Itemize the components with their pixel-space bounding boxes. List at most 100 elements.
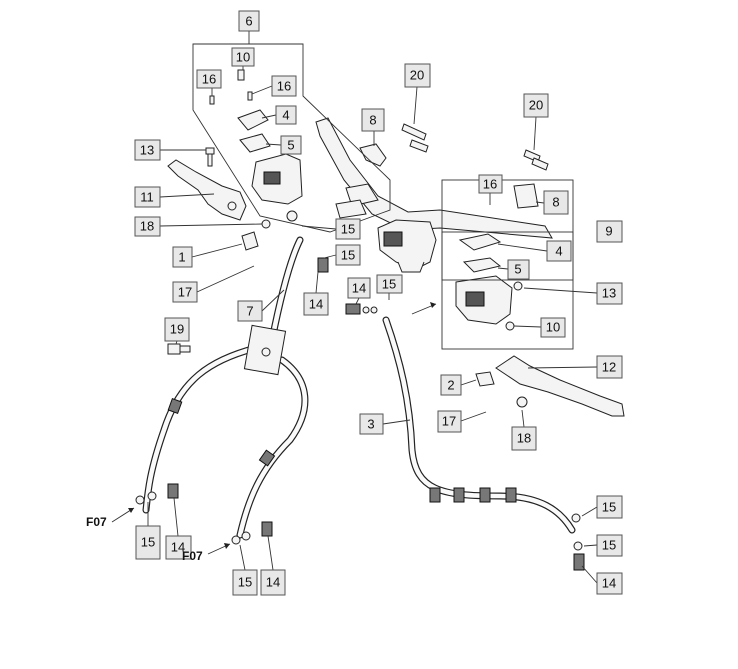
callout-14-lower-left-b: 14 xyxy=(260,569,286,596)
left-brake-lever-part xyxy=(167,159,247,221)
callout-13-left: 13 xyxy=(134,139,161,161)
callout-15-lower-left-b: 15 xyxy=(232,569,258,596)
right-master-cylinder-mounted xyxy=(377,219,437,273)
callout-1: 1 xyxy=(172,246,193,268)
callout-10-top-label: 10 xyxy=(236,50,250,65)
callout-13-right: 13 xyxy=(596,282,623,305)
f07-arrow-1-head xyxy=(128,508,134,513)
callout-16-mid-label: 16 xyxy=(277,79,291,94)
frame-9 xyxy=(441,179,574,281)
callout-17-right: 17 xyxy=(437,410,462,433)
callout-17-right-label: 17 xyxy=(442,414,456,429)
callout-15-lower-right-b: 15 xyxy=(596,534,623,557)
callout-4-right: 4 xyxy=(546,240,572,262)
arrow-head xyxy=(430,302,436,308)
callout-15-upper-right: 15 xyxy=(376,274,403,294)
callout-13-right-label: 13 xyxy=(602,286,616,301)
callout-14-upper-right-label: 14 xyxy=(352,281,366,296)
callout-18-right-label: 18 xyxy=(517,431,531,446)
callout-15-lower-right-b-label: 15 xyxy=(602,538,616,553)
callout-1-label: 1 xyxy=(178,250,185,265)
callout-8-left: 8 xyxy=(361,108,385,132)
callout-12: 12 xyxy=(596,355,623,379)
callout-10-right: 10 xyxy=(540,317,566,338)
callout-5-left: 5 xyxy=(280,135,302,155)
frame-9-inner xyxy=(441,231,574,350)
callout-16-left-label: 16 xyxy=(202,72,216,87)
bolt-13-left xyxy=(205,147,215,167)
ref-f07-upper: F07 xyxy=(86,515,107,529)
callout-15-upper-a: 15 xyxy=(335,218,361,240)
callout-15-lower-left-a: 15 xyxy=(135,525,161,560)
callout-5-right-label: 5 xyxy=(514,262,521,277)
callout-17-left: 17 xyxy=(172,281,198,303)
f07-arrow-2-head xyxy=(224,543,230,549)
callout-15-upper-b: 15 xyxy=(335,244,361,266)
callout-4-right-label: 4 xyxy=(555,244,562,259)
callout-8-left-label: 8 xyxy=(369,113,376,128)
callout-16-left: 16 xyxy=(196,69,222,89)
banjo-bolts-top xyxy=(317,257,378,315)
callout-20-right-label: 20 xyxy=(529,98,543,113)
leader-lines xyxy=(147,31,598,584)
callout-6: 6 xyxy=(238,10,260,32)
callout-15-upper-b-label: 15 xyxy=(341,248,355,263)
callout-14-lower-left-a-label: 14 xyxy=(171,540,185,555)
callout-5-left-label: 5 xyxy=(287,138,294,153)
callout-4-left: 4 xyxy=(275,105,297,125)
bolt-19-part xyxy=(167,343,191,355)
callout-3: 3 xyxy=(359,413,384,435)
callout-18-left: 18 xyxy=(134,216,161,237)
callout-3-label: 3 xyxy=(367,417,374,432)
frame-6 xyxy=(192,43,391,233)
callout-5-right: 5 xyxy=(507,259,530,280)
callout-16-right-label: 16 xyxy=(483,177,497,192)
ref-f07-lower: F07 xyxy=(182,549,203,563)
callout-9: 9 xyxy=(596,220,623,243)
hose-7 xyxy=(142,236,309,539)
washer-18-right xyxy=(516,396,528,408)
callout-20-left: 20 xyxy=(404,63,431,88)
callout-14-upper-left-label: 14 xyxy=(309,297,323,312)
clamp-8-left xyxy=(359,143,387,167)
callout-18-left-label: 18 xyxy=(140,219,154,234)
callout-8-right-label: 8 xyxy=(552,195,559,210)
right-brake-lever-part xyxy=(495,355,625,417)
callout-18-right: 18 xyxy=(511,426,537,451)
callout-16-right: 16 xyxy=(478,174,503,194)
ref-f07-lower-label: F07 xyxy=(182,549,203,563)
callout-20-right: 20 xyxy=(523,93,549,118)
bolts-20 xyxy=(401,123,549,171)
callout-14-upper-left: 14 xyxy=(303,292,329,316)
callout-10-right-label: 10 xyxy=(546,320,560,335)
callout-7: 7 xyxy=(237,300,263,322)
callout-15-upper-a-label: 15 xyxy=(341,222,355,237)
callout-10-top: 10 xyxy=(231,47,255,67)
callout-14-lower-left-b-label: 14 xyxy=(266,575,280,590)
callout-4-left-label: 4 xyxy=(282,108,289,123)
callout-6-label: 6 xyxy=(245,14,252,29)
callout-15-lower-right-a-label: 15 xyxy=(602,500,616,515)
callout-15-lower-left-b-label: 15 xyxy=(238,575,252,590)
callout-8-right: 8 xyxy=(543,190,569,215)
lower-fittings xyxy=(135,483,585,571)
callout-2-label: 2 xyxy=(447,378,454,393)
callout-14-upper-right: 14 xyxy=(347,277,371,299)
right-master-cylinder-exploded xyxy=(455,183,539,331)
hose-3 xyxy=(382,316,576,534)
callout-20-left-label: 20 xyxy=(410,68,424,83)
callout-14-lower-right-label: 14 xyxy=(602,576,616,591)
callout-2: 2 xyxy=(440,374,462,396)
callout-14-lower-right: 14 xyxy=(596,572,623,595)
callout-19-label: 19 xyxy=(170,322,184,337)
switch-1-part xyxy=(241,231,259,251)
callout-13-left-label: 13 xyxy=(140,143,154,158)
callout-11-label: 11 xyxy=(140,190,154,205)
callout-7-label: 7 xyxy=(246,304,253,319)
callout-16-mid: 16 xyxy=(271,75,297,97)
callout-15-upper-right-label: 15 xyxy=(382,277,396,292)
callout-17-left-label: 17 xyxy=(178,285,192,300)
ref-f07-upper-label: F07 xyxy=(86,515,107,529)
switch-2-part xyxy=(475,371,495,387)
